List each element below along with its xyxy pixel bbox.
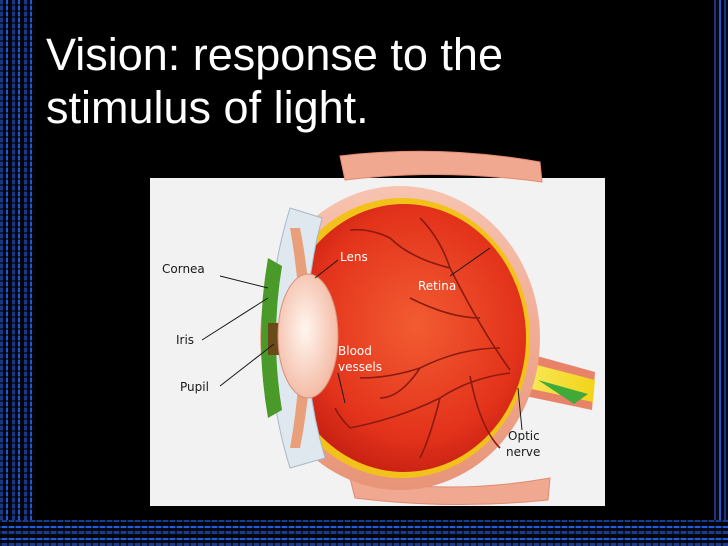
optic-nerve-label-line-1: Optic — [508, 429, 540, 443]
decorative-left-border — [0, 0, 36, 546]
iris-label: Iris — [176, 333, 194, 347]
leader-lines — [201, 247, 523, 431]
blood-vessels-leader — [337, 372, 346, 404]
cornea-leader — [219, 275, 269, 289]
upper-eye-muscle — [339, 150, 543, 183]
slide-title: Vision: response to the stimulus of ligh… — [46, 28, 686, 134]
optic-nerve-leader — [517, 387, 523, 431]
eye-diagram-svg: Cornea Iris Pupil Lens Retina Blood vess… — [150, 150, 605, 506]
cornea-label: Cornea — [162, 262, 205, 276]
optic-nerve-arrow — [538, 380, 588, 404]
pupil-label: Pupil — [180, 380, 209, 394]
eye-interior — [282, 204, 526, 472]
lens-leader — [314, 259, 339, 279]
retina-label: Retina — [418, 279, 456, 293]
lens-shape — [277, 273, 339, 399]
blood-vessels-label-line-1: Blood — [338, 344, 372, 358]
slide-title-line-2: stimulus of light. — [46, 82, 369, 133]
pupil-leader — [219, 343, 275, 387]
eye-anatomy-diagram: Cornea Iris Pupil Lens Retina Blood vess… — [150, 148, 605, 506]
decorative-right-border — [714, 0, 728, 546]
blood-vessels — [334, 217, 511, 459]
slide-title-line-1: Vision: response to the — [46, 29, 503, 80]
decorative-bottom-border — [0, 520, 728, 546]
lens-label: Lens — [340, 250, 368, 264]
blood-vessels-label-line-2: vessels — [338, 360, 382, 374]
iris-leader — [201, 297, 269, 341]
retina-leader — [449, 247, 491, 277]
optic-nerve-label-line-2: nerve — [506, 445, 540, 459]
